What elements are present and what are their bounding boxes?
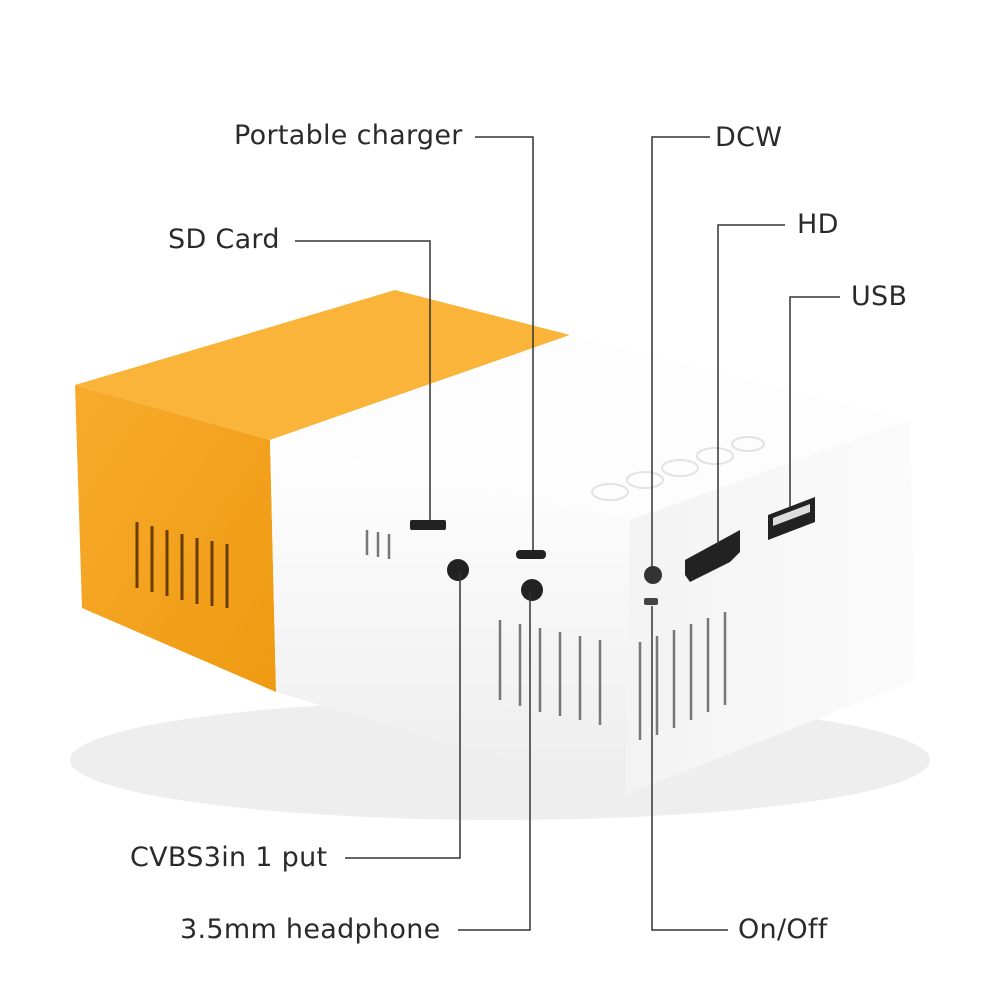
white-vent-icon [365, 530, 727, 740]
orange-vent-icon [135, 522, 229, 608]
white-side [625, 420, 916, 795]
label-portable-charger: Portable charger [234, 120, 463, 151]
label-headphone: 3.5mm headphone [180, 914, 441, 945]
label-on-off: On/Off [738, 914, 828, 945]
top-buttons [591, 436, 765, 501]
headphone-jack-icon [521, 579, 543, 601]
power-switch-icon [644, 598, 658, 605]
micro-usb-port-icon [516, 550, 546, 559]
label-dcw: DCW [715, 122, 783, 153]
orange-front [75, 385, 276, 692]
hdmi-port-icon [685, 530, 740, 582]
label-usb: USB [851, 281, 908, 312]
leader-lines [295, 136, 840, 931]
orange-top [75, 290, 570, 440]
cvbs-jack-icon [447, 559, 469, 581]
sd-card-slot-icon [410, 520, 446, 530]
label-sd-card: SD Card [168, 224, 280, 255]
dc-port-icon [644, 566, 662, 584]
label-cvbs: CVBS3in 1 put [130, 842, 328, 873]
label-hd: HD [797, 209, 839, 240]
